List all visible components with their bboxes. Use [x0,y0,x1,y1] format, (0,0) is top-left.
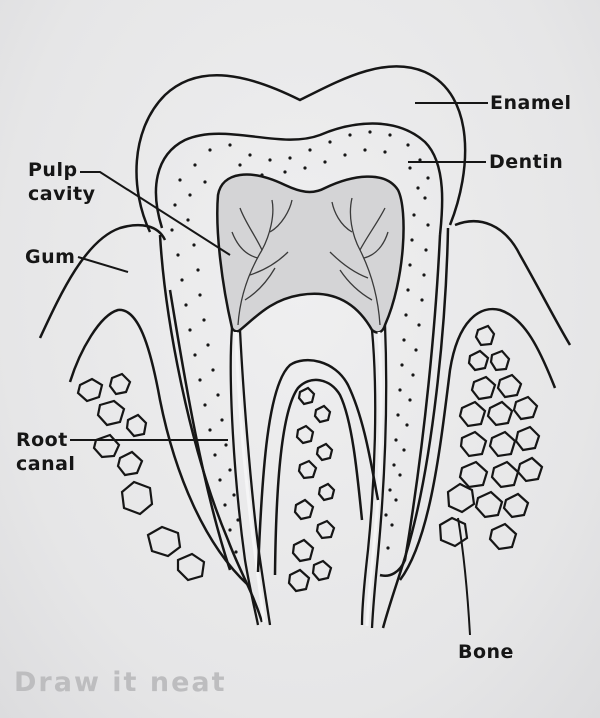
root-canal-left-fill [234,331,266,623]
root-canal-left-outer [229,327,260,626]
gum-left-inner [68,308,249,586]
pulp-cavity-shape [216,173,405,334]
label-root-canal: Root canal [16,429,76,475]
gum-right-inner [398,307,557,581]
bone-cells-middle [287,386,336,593]
label-gum: Gum [25,246,76,268]
dentin-dots [170,130,430,554]
label-pulp-cavity: Pulp cavity [28,159,96,205]
dentin-right-root [379,234,442,577]
leader-lines [70,102,488,636]
root-bifurcation-outer [256,358,380,573]
pulp-nerves [231,197,389,326]
dentin-outline [154,122,444,236]
root-bifurcation-inner [273,378,364,576]
tooth-outer-right [381,227,450,629]
pulp-cavity-leader [80,171,231,256]
enamel-outline [135,65,467,233]
root-canal-left-inner [238,329,272,626]
gum-left-outline [38,223,167,339]
root-canal-right-outer [370,324,388,629]
bone-cells-left [76,372,206,582]
tooth-outer-left [158,234,264,623]
bone-leader [457,517,471,636]
gum-right-outline [454,220,572,346]
root-canal-right-fill [365,331,383,627]
bone-cells-right [438,324,544,551]
label-dentin: Dentin [489,151,564,173]
root-canal-right-inner [360,329,377,626]
label-bone: Bone [458,641,514,663]
watermark-text: Draw it neat [14,667,227,698]
dentin-left-root [168,289,232,571]
gum-leader [77,256,129,273]
label-enamel: Enamel [490,92,572,114]
